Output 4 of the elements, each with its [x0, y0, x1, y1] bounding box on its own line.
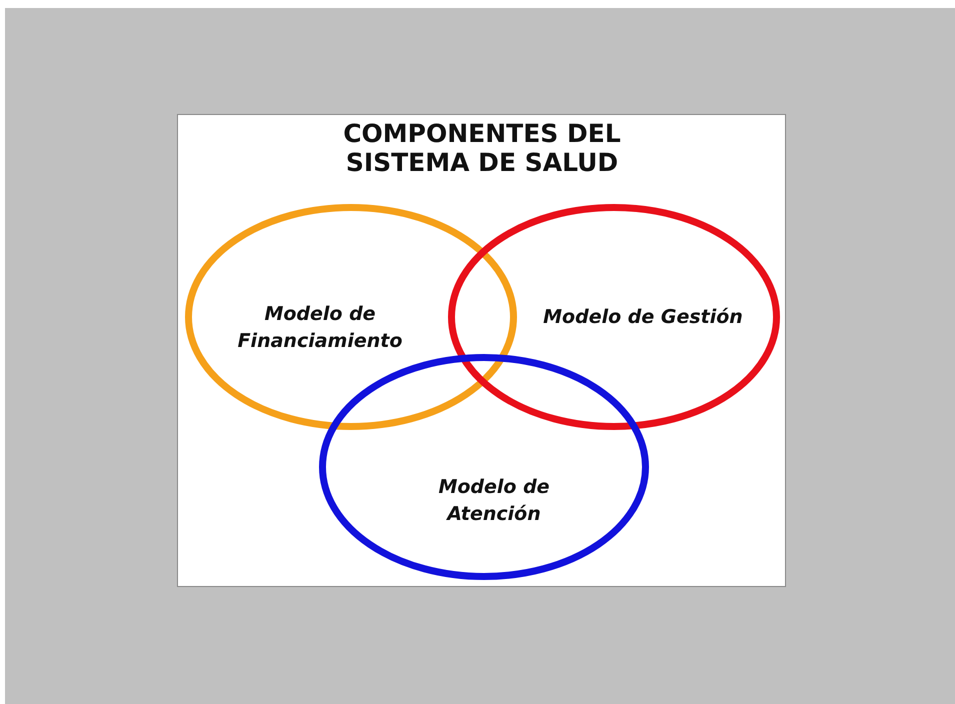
circle-label: Modelo de Financiamiento — [236, 302, 404, 354]
circle-label: Modelo de Atención — [437, 475, 551, 527]
circle-label: Modelo de Gestión — [543, 305, 743, 330]
title: COMPONENTES DEL SISTEMA DE SALUD — [342, 119, 622, 177]
